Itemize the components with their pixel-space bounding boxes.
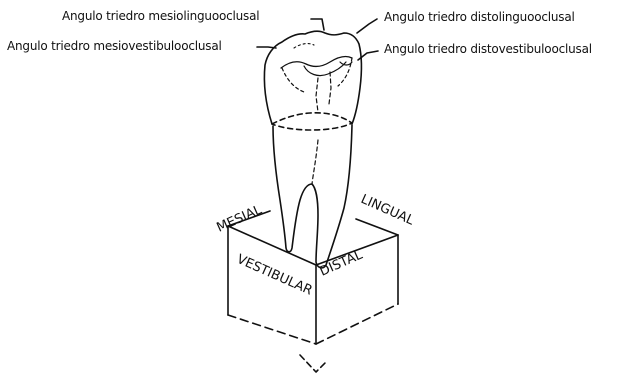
face-label-distal: DISTAL [318, 247, 366, 279]
mesiolingual-cusp-mark [294, 44, 314, 48]
block-bottom-left-dashed [228, 315, 316, 344]
leader-line-mesiolinguoocclusal [311, 19, 324, 30]
block-top-right-edge [356, 219, 398, 235]
mesial-root-outline [273, 126, 312, 252]
lingual-groove [329, 72, 331, 104]
block-bottom-right-dashed [316, 304, 398, 344]
distal-root-outline [312, 125, 352, 268]
buccal-groove [316, 78, 318, 112]
crown-outline [264, 31, 361, 124]
cervical-line [272, 113, 352, 130]
block-bottom-extension [300, 355, 326, 372]
mesial-marginal-ridge [282, 68, 304, 92]
lingual-root-outline [312, 140, 318, 184]
leader-line-distolinguoocclusal [357, 19, 377, 33]
